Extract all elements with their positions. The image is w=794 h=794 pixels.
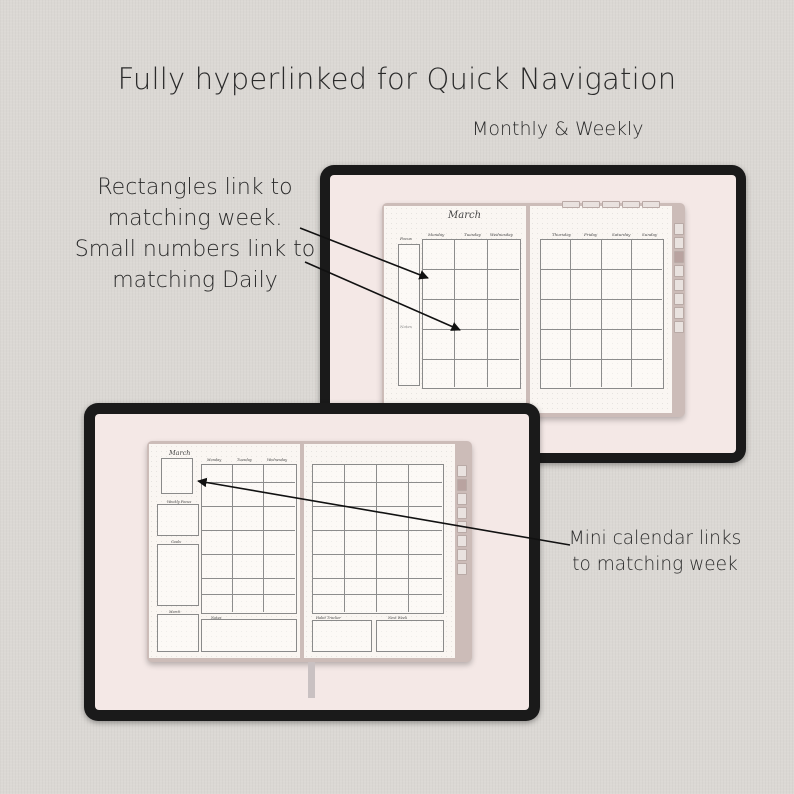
day-header: Wednesday [490, 232, 513, 237]
day-header: Monday [428, 232, 445, 237]
month-title: March [169, 449, 191, 457]
subheadline: Monthly & Weekly [472, 118, 644, 140]
side-tab[interactable] [674, 307, 684, 319]
side-tab-active[interactable] [457, 479, 467, 491]
left-page: March Monday Tuesday Wednesday Weekly Fo… [149, 444, 300, 658]
side-tab[interactable] [674, 321, 684, 333]
side-tab-active[interactable] [674, 251, 684, 263]
focus-box [398, 244, 420, 386]
top-tab[interactable] [582, 201, 600, 208]
day-header: Wednesday [267, 458, 288, 462]
side-tab[interactable] [457, 535, 467, 547]
footer-label: Next Week [388, 616, 408, 620]
side-label: March [169, 610, 181, 614]
day-header: Tuesday [237, 458, 252, 462]
planner-book-weekly: March Monday Tuesday Wednesday Weekly Fo… [147, 441, 472, 662]
side-tab[interactable] [674, 223, 684, 235]
side-tab[interactable] [457, 493, 467, 505]
weekly-focus-box [157, 504, 199, 536]
side-label: Notes [400, 324, 412, 329]
next-week-box [376, 620, 444, 652]
side-tab[interactable] [674, 293, 684, 305]
arrow-to-small-number [304, 261, 461, 331]
left-page: March Monday Tuesday Wednesday Focus Not… [384, 206, 526, 413]
top-tab[interactable] [622, 201, 640, 208]
arrow-to-mini-calendar [197, 477, 571, 546]
top-tab[interactable] [642, 201, 660, 208]
day-header: Monday [207, 458, 222, 462]
habit-tracker-box [312, 620, 372, 652]
bookmark-ribbon [308, 662, 315, 698]
month-grid-left[interactable] [422, 239, 521, 389]
mini-calendar[interactable] [161, 458, 193, 494]
top-tab[interactable] [562, 201, 580, 208]
footer-label: Notes [211, 616, 222, 620]
side-tab[interactable] [457, 465, 467, 477]
month-title: March [448, 210, 482, 221]
day-header: Tuesday [464, 232, 481, 237]
side-tab[interactable] [674, 237, 684, 249]
side-tab[interactable] [674, 265, 684, 277]
side-label: Goals [171, 540, 181, 544]
callout-line: Small numbers link to [74, 237, 316, 262]
side-tab[interactable] [674, 279, 684, 291]
callout-line: matching week. [107, 206, 283, 231]
day-header: Saturday [612, 232, 631, 237]
top-tab[interactable] [602, 201, 620, 208]
tablet-weekly: March Monday Tuesday Wednesday Weekly Fo… [84, 403, 540, 721]
side-label: Weekly Focus [167, 500, 192, 504]
side-tab[interactable] [457, 507, 467, 519]
week-columns-right[interactable] [312, 464, 444, 614]
day-header: Thursday [552, 232, 571, 237]
month-grid-right[interactable] [540, 239, 664, 389]
side-label: Focus [400, 236, 412, 241]
planner-book-monthly: March Monday Tuesday Wednesday Focus Not… [382, 201, 685, 417]
notes-box [201, 619, 297, 652]
headline: Fully hyperlinked for Quick Navigation [117, 62, 677, 96]
callout-line: matching Daily [112, 268, 278, 293]
callout-line: to matching week [572, 554, 738, 575]
goals-box [157, 544, 199, 606]
tablet-screen: March Monday Tuesday Wednesday Weekly Fo… [95, 414, 529, 710]
right-page: Habit Tracker Next Week [304, 444, 455, 658]
day-header: Sunday [642, 232, 658, 237]
day-header: Friday [584, 232, 598, 237]
callout-rectangles: Rectangles link to matching week. Small … [60, 172, 330, 296]
callout-mini-calendar: Mini calendar links to matching week [560, 526, 750, 578]
side-tab[interactable] [457, 563, 467, 575]
arrow-to-rectangle [299, 227, 429, 280]
side-tab[interactable] [457, 549, 467, 561]
footer-label: Habit Tracker [316, 616, 341, 620]
right-page: Thursday Friday Saturday Sunday [530, 206, 672, 413]
month-box [157, 614, 199, 652]
callout-line: Rectangles link to [97, 175, 293, 200]
callout-line: Mini calendar links [568, 528, 742, 549]
